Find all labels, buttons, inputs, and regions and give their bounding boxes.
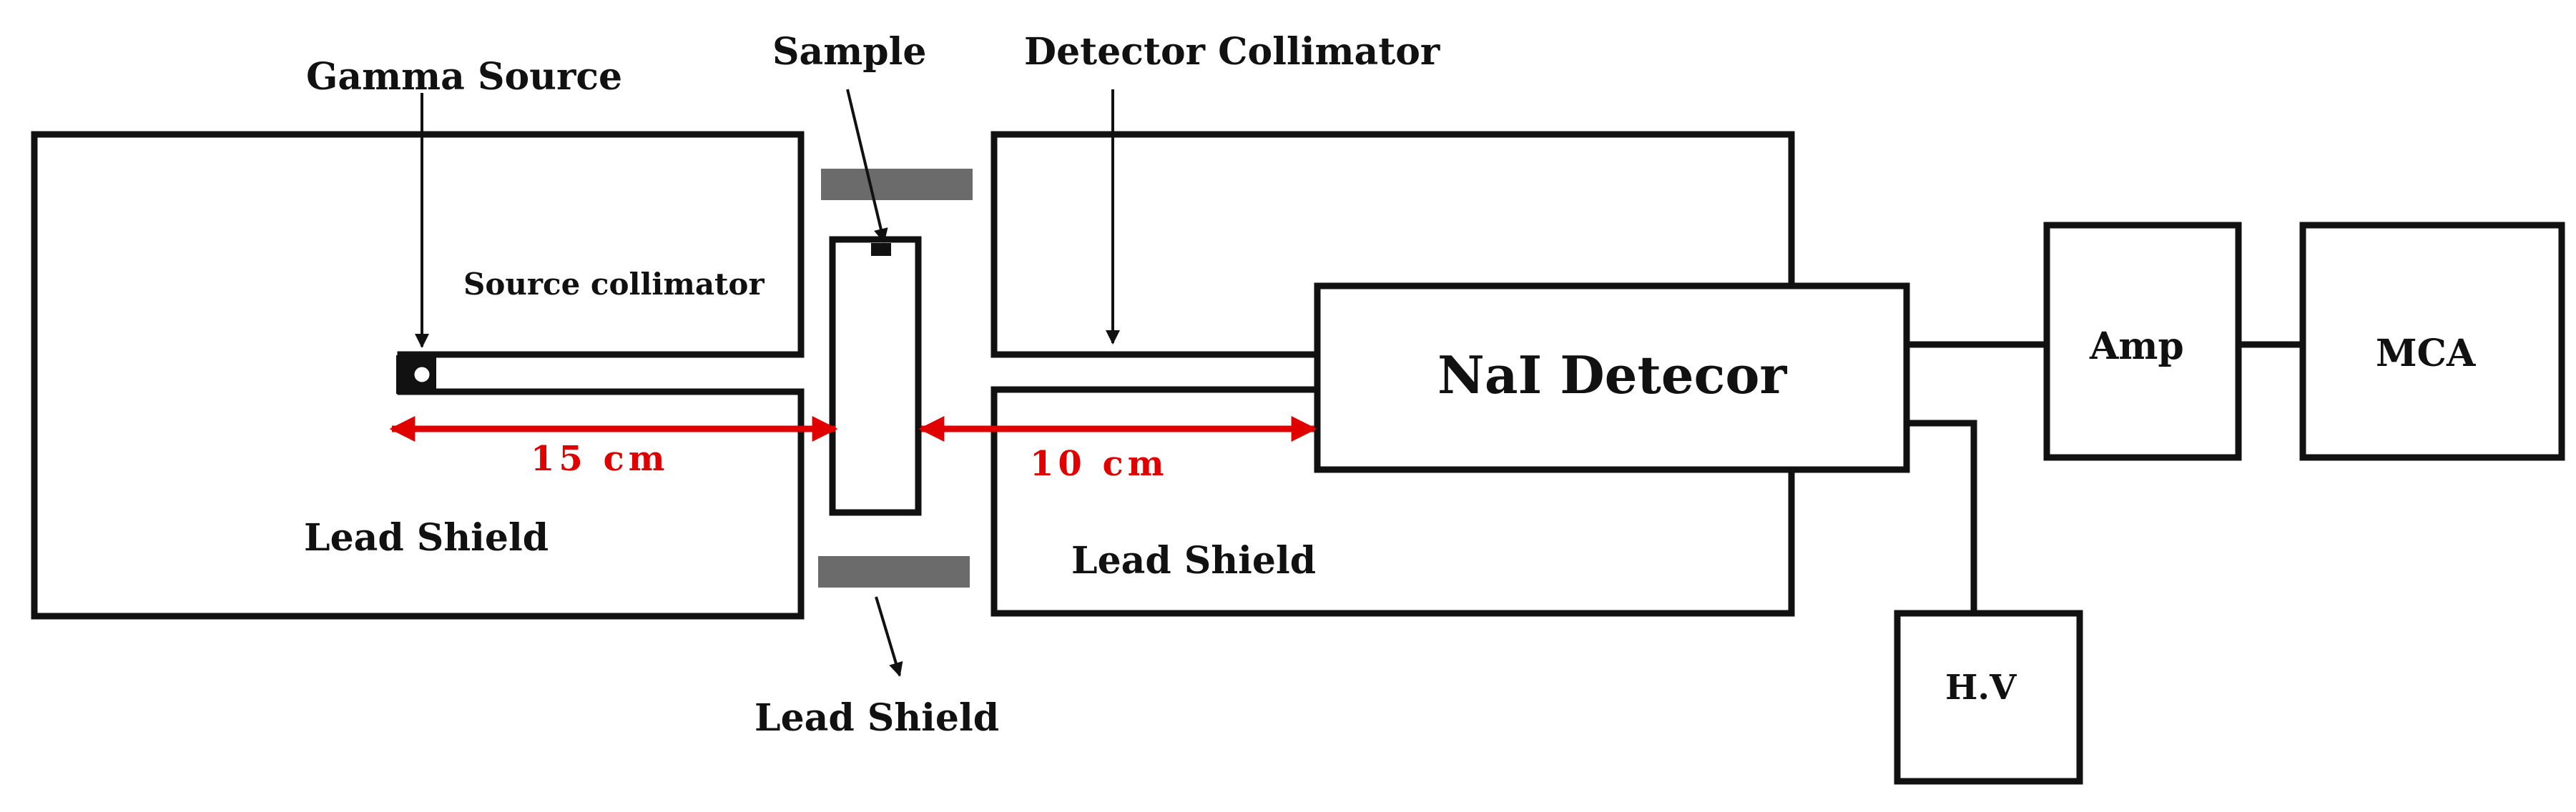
sample-pointer bbox=[846, 89, 888, 243]
lead-shield-pointer bbox=[875, 596, 903, 677]
right-lead-shield bbox=[990, 131, 1795, 617]
hv-box bbox=[1894, 610, 2083, 785]
lead-shield-block-top bbox=[821, 169, 973, 200]
dimension-label-10cm: 10 cm bbox=[1030, 444, 1169, 484]
sample-holder bbox=[829, 236, 922, 516]
hv-label: H.V bbox=[1945, 668, 2017, 708]
lead-shield-block-bottom bbox=[818, 556, 970, 588]
gamma-source-icon bbox=[412, 365, 432, 385]
dimension-label-15cm: 15 cm bbox=[531, 439, 669, 479]
amp-label: Amp bbox=[2089, 325, 2184, 368]
nai-detector bbox=[1314, 282, 1910, 473]
detector-hv-cable bbox=[1907, 420, 1977, 613]
sample-marker bbox=[871, 243, 891, 256]
lead-shield-right-label: Lead Shield bbox=[1071, 539, 1316, 583]
source-collimator-label: Source collimator bbox=[463, 267, 765, 302]
sample-label: Sample bbox=[772, 30, 926, 74]
mca-box bbox=[2299, 222, 2565, 461]
mca-label: MCA bbox=[2376, 332, 2476, 375]
lead-shield-left-label: Lead Shield bbox=[304, 516, 549, 560]
nai-detector-label: NaI Detecor bbox=[1437, 345, 1787, 405]
gamma-source-label: Gamma Source bbox=[306, 55, 622, 99]
lead-shield-bottom-label: Lead Shield bbox=[754, 696, 999, 740]
detector-collimator-label: Detector Collimator bbox=[1024, 30, 1440, 74]
